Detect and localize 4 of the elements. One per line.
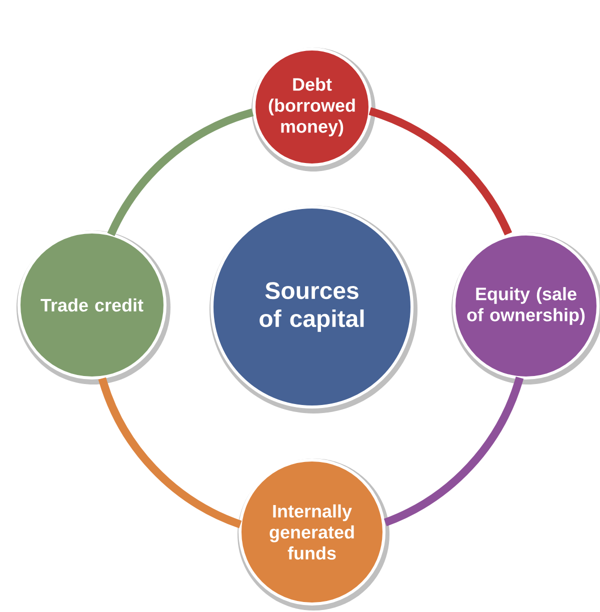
ring-arc: [107, 108, 254, 236]
ring-arc: [368, 107, 512, 236]
ring-arc: [98, 377, 242, 528]
ring-arc: [384, 376, 524, 526]
